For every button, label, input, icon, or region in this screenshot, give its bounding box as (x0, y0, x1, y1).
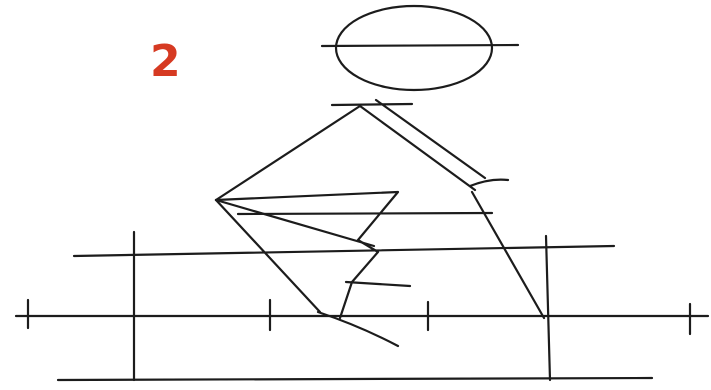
front-torso-line-inner (376, 100, 485, 178)
head-guide-line (322, 45, 518, 46)
head-circle (336, 6, 492, 90)
right-vertical-guide (546, 236, 550, 380)
ink-layer (16, 6, 708, 380)
back-leg-line (472, 192, 544, 318)
seat-level-line (238, 213, 492, 214)
front-torso-line (360, 106, 475, 190)
shoulder-tick (332, 104, 412, 105)
upper-guide-line (74, 246, 614, 256)
shin-line (216, 200, 320, 312)
foot-line (346, 282, 410, 286)
base-line (58, 378, 652, 380)
back-line (216, 106, 360, 200)
hand-mark (470, 180, 508, 186)
thigh-line (216, 200, 374, 246)
step-number: 2 (150, 40, 181, 84)
